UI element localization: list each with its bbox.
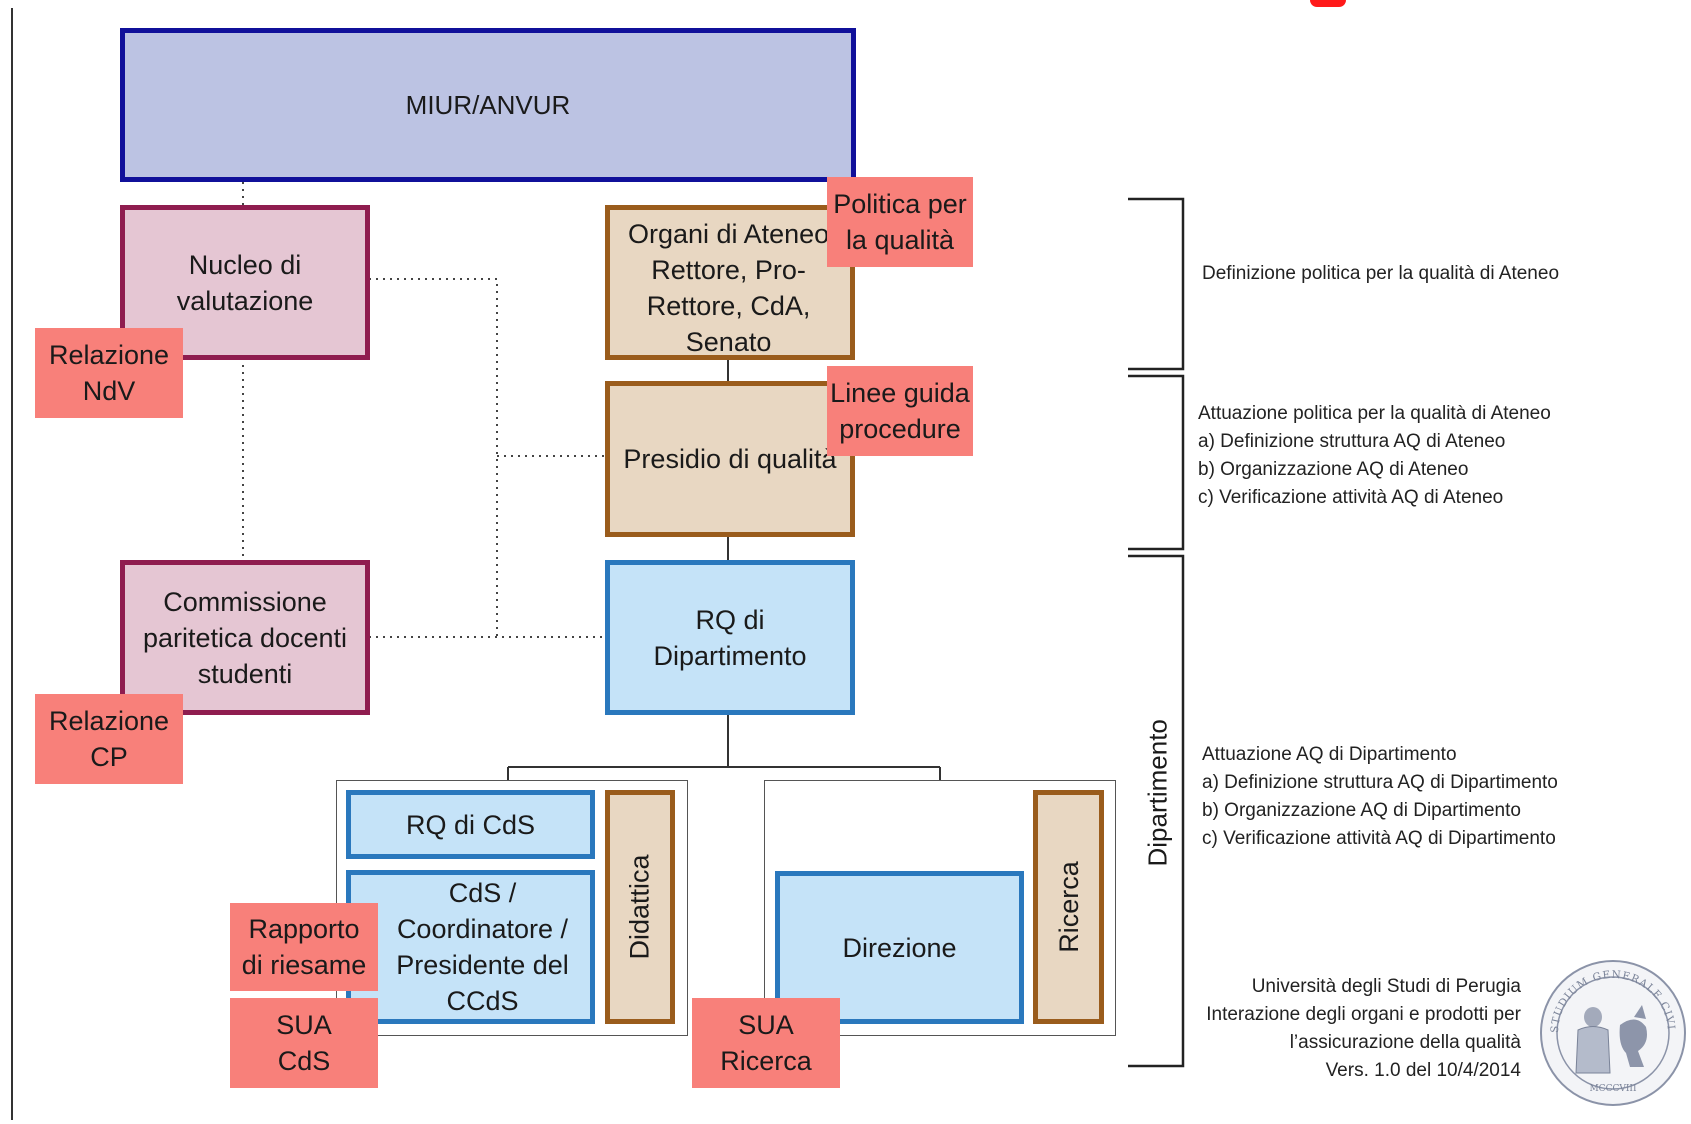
- dotted-nucleo-link: [369, 278, 498, 637]
- tag-sua-ricerca: SUA Ricerca: [692, 998, 840, 1088]
- tag-rapporto-di-riesame: Rapporto di riesame: [230, 903, 378, 991]
- cds-coordinatore-box: CdS / Coordinatore / Presidente del CCdS: [346, 870, 595, 1024]
- tag-linee-guida-procedure: Linee guida procedure: [827, 366, 973, 456]
- definizione-ateneo-text: Definizione politica per la qualità di A…: [1202, 263, 1560, 284]
- dipartimento-vertical-label: Dipartimento: [1142, 719, 1173, 867]
- seal-year: MCCCVIII: [1589, 1084, 1636, 1094]
- didattica-box: Didattica: [605, 790, 675, 1024]
- bracket-ateneo-attuazione: [1128, 374, 1185, 551]
- miur-anvur-box: MIUR/ANVUR: [120, 28, 856, 182]
- rq-di-dipartimento-box: RQ di Dipartimento: [605, 560, 855, 715]
- bracket-ateneo-definizione: [1128, 197, 1185, 371]
- tag-politica-per-la-qualita: Politica per la qualità: [827, 177, 973, 267]
- title-fragment-mark: [1310, 0, 1346, 7]
- attuazione-dipartimento-text: Attuazione AQ di Dipartimento a) Definiz…: [1202, 744, 1558, 849]
- tag-relazione-ndv: Relazione NdV: [35, 328, 183, 418]
- rq-di-cds-box: RQ di CdS: [346, 790, 595, 859]
- ricerca-box: Ricerca: [1033, 790, 1104, 1024]
- tag-sua-cds: SUA CdS: [230, 998, 378, 1088]
- attuazione-ateneo-text: Attuazione politica per la qualità di At…: [1198, 403, 1551, 508]
- university-seal-logo: STUDIUM GENERALE CIVITATIS PERUSIAE MCCC…: [1538, 955, 1686, 1106]
- commissione-paritetica-box: Commissione paritetica docenti studenti: [120, 560, 370, 715]
- bracket-dipartimento: [1128, 554, 1185, 1068]
- presidio-di-qualita-box: Presidio di qualità: [605, 381, 855, 537]
- tag-relazione-cp: Relazione CP: [35, 694, 183, 784]
- organi-di-ateneo-box: Organi di Ateneo Rettore, Pro- Rettore, …: [605, 205, 855, 360]
- footer-credits: Università degli Studi di Perugia Intera…: [1206, 976, 1521, 1081]
